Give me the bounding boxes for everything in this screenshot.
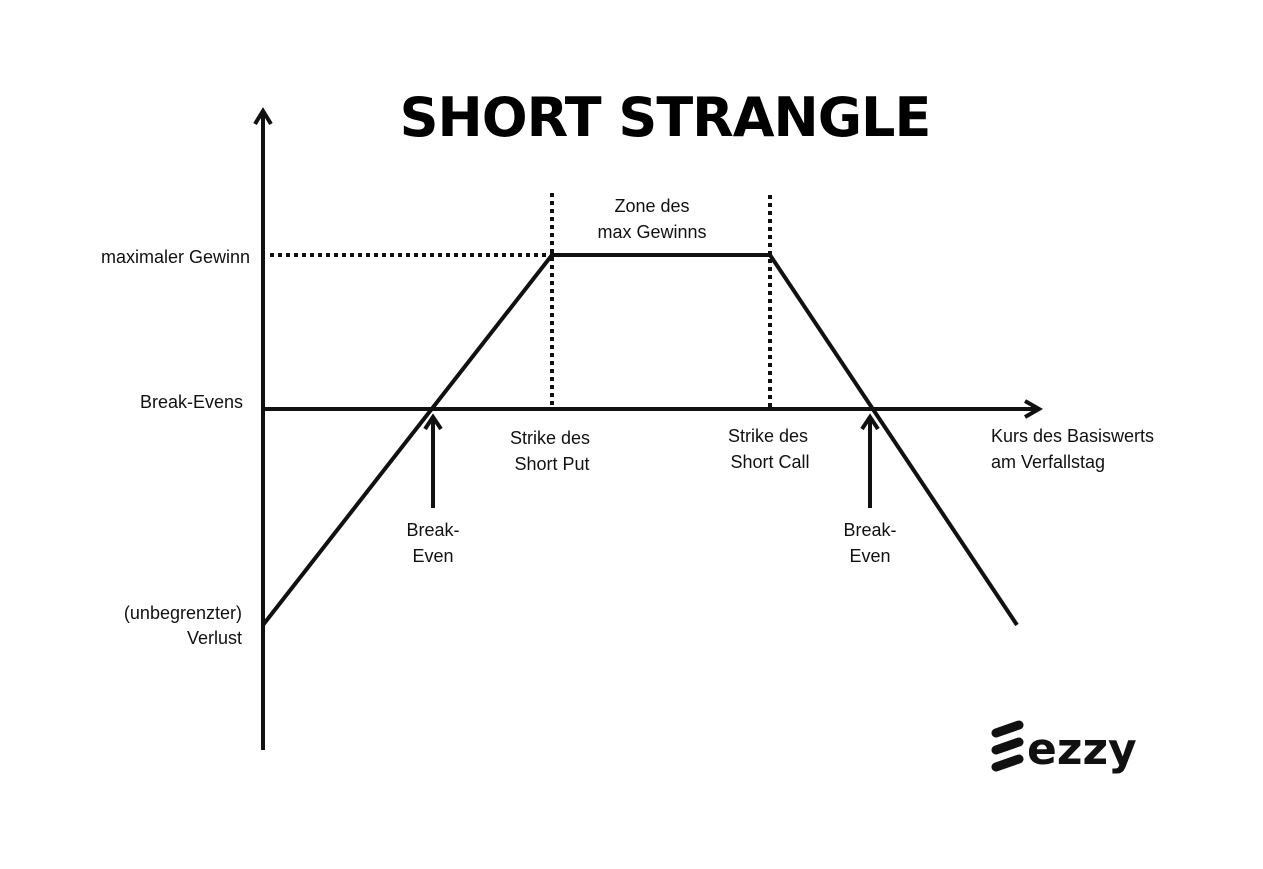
strike-call-label-line2: Short Call	[730, 452, 809, 472]
strike-call-label-line1: Strike des	[728, 426, 808, 446]
break-even-left-label-line2: Even	[412, 546, 453, 566]
loss-label-line1: (unbegrenzter)	[124, 603, 242, 623]
x-axis-arrow-icon	[1024, 399, 1044, 419]
y-axis-arrow-icon	[253, 107, 273, 126]
break-evens-label: Break-Evens	[140, 392, 243, 412]
ezzy-logo: ezzy	[991, 720, 1137, 775]
ezzy-logo-text: ezzy	[1027, 724, 1137, 775]
x-axis-label-line1: Kurs des Basiswerts	[991, 426, 1154, 446]
strike-put-label-line2: Short Put	[514, 454, 589, 474]
break-even-left-arrow-icon	[423, 413, 443, 431]
x-axis-label-line2: am Verfallstag	[991, 452, 1105, 472]
ezzy-logo-icon	[991, 720, 1024, 772]
payoff-line	[261, 253, 1019, 627]
zone-label-line1: Zone des	[614, 196, 689, 216]
break-even-right-label-line2: Even	[849, 546, 890, 566]
diagram-title: SHORT STRANGLE	[400, 86, 931, 149]
max-gain-label: maximaler Gewinn	[101, 247, 250, 267]
break-even-right-arrow-icon	[860, 413, 880, 431]
zone-label-line2: max Gewinns	[597, 222, 706, 242]
strike-put-label-line1: Strike des	[510, 428, 590, 448]
break-even-right-label-line1: Break-	[843, 520, 896, 540]
loss-label-line2: Verlust	[187, 628, 242, 648]
break-even-left-label-line1: Break-	[406, 520, 459, 540]
